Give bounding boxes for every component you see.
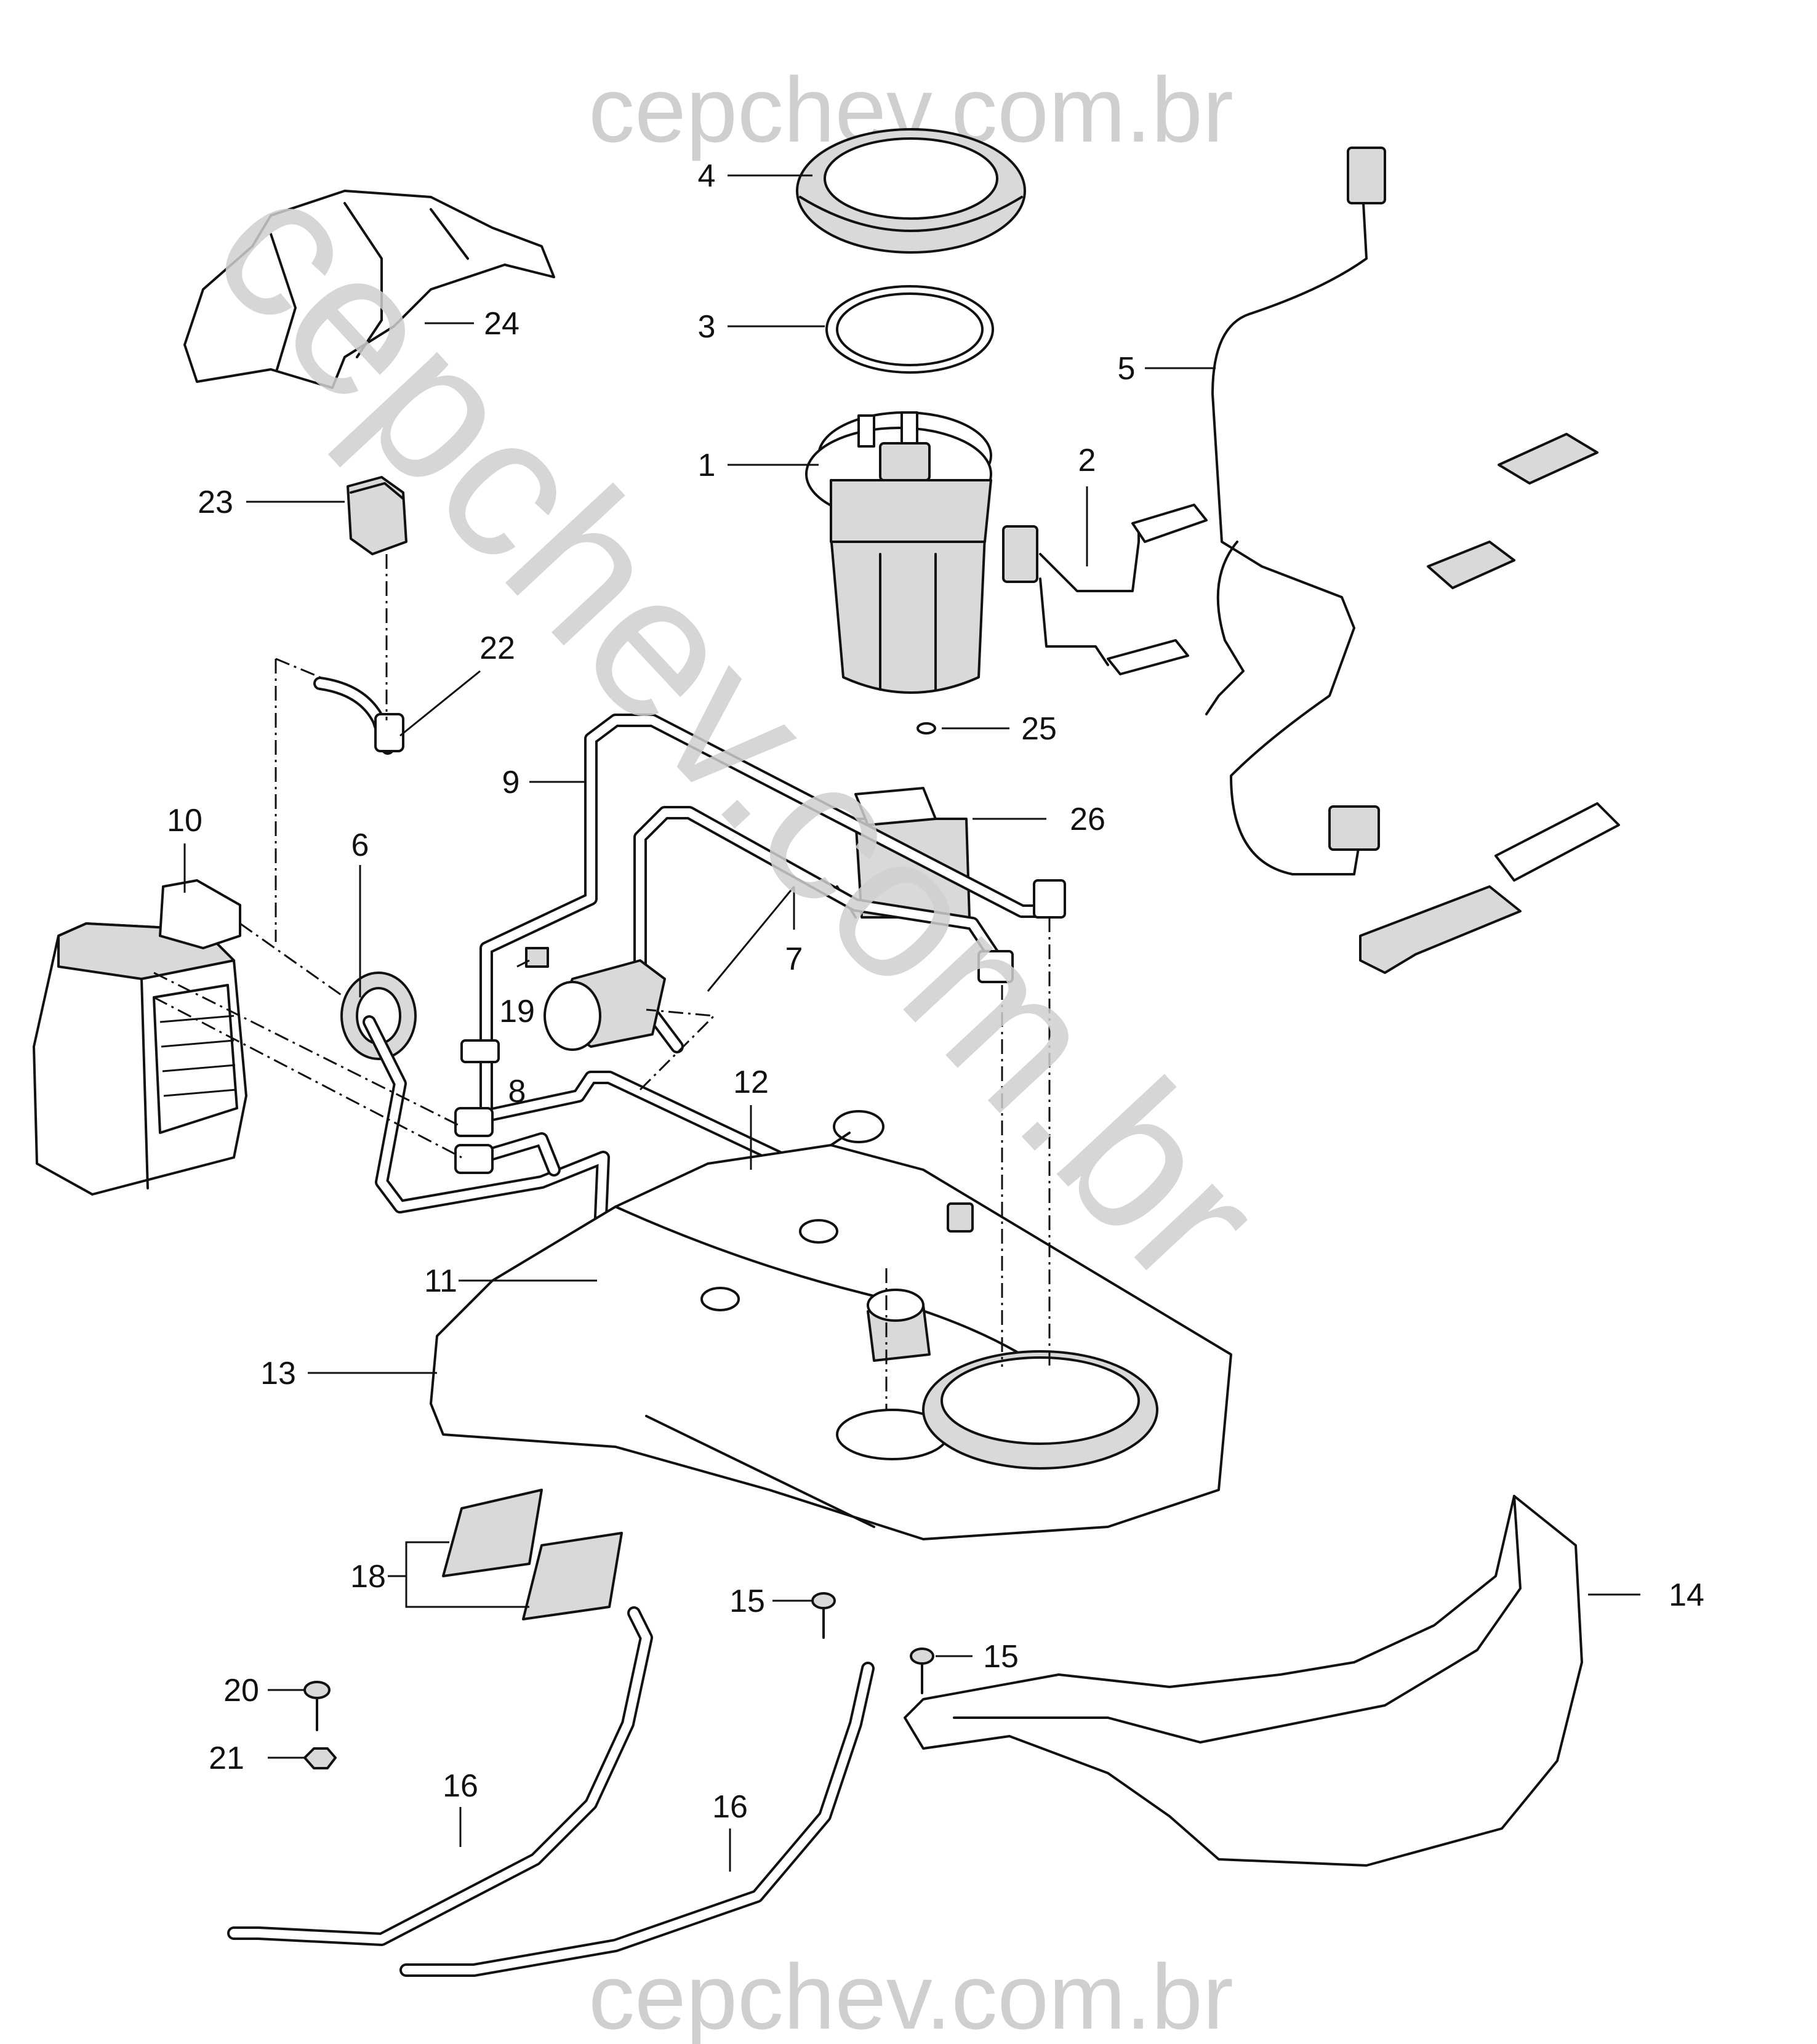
callout-13: 13 [260,1356,296,1391]
callout-9: 9 [502,765,520,800]
part-3-seal-ring [825,285,994,374]
callout-24: 24 [484,306,519,342]
callout-23: 23 [198,485,233,520]
assembly-lines [153,554,1051,1410]
callout-15-a: 15 [729,1583,765,1619]
callout-26: 26 [1070,802,1105,837]
leader-lines [183,174,1640,1872]
fasteners [303,1592,934,1769]
callout-16-a: 16 [443,1768,478,1804]
part-8-fuel-filter [460,959,666,1063]
foam-pads [1359,433,1620,974]
callout-22: 22 [479,630,515,666]
part-19-clip [525,947,549,968]
part-2-level-sender [1002,504,1208,675]
part-14-tank-shield [904,1495,1583,1867]
callout-18: 18 [350,1559,386,1595]
part-1-fuel-pump-module [805,411,992,694]
part-20-bolt [303,1681,331,1731]
callout-2: 2 [1078,443,1096,478]
callout-labels: 4 3 1 2 5 6 7 8 9 10 11 12 13 14 15 15 1… [167,158,1704,1825]
callout-8: 8 [508,1074,526,1109]
watermark-diagonal: cepchev.com.br [170,133,1305,1327]
part-5-wiring-harness [1205,147,1386,875]
callout-11: 11 [424,1263,457,1299]
part-15-bolt-b [910,1648,934,1694]
part-21-nut [303,1747,337,1769]
callout-25: 25 [1021,711,1057,747]
watermark-bottom: cepchev.com.br [588,1945,1233,2044]
part-25-small-seal [917,722,936,734]
callout-15-b: 15 [983,1639,1019,1675]
part-10-evap-canister [33,879,247,1196]
callout-1: 1 [698,448,716,483]
callout-4: 4 [698,158,716,194]
callout-6: 6 [351,827,369,863]
part-9-fuel-line [479,714,1066,1115]
part-23-cap [347,476,407,555]
part-22-elbow-hose [313,677,404,755]
part-4-lock-ring [796,128,1026,254]
callout-12: 12 [733,1064,769,1100]
callout-3: 3 [698,309,716,345]
callout-14: 14 [1669,1577,1704,1613]
part-13-fuel-tank [430,1110,1232,1540]
callout-16-b: 16 [712,1789,748,1825]
part-18-strap-pads [442,1489,623,1620]
callout-19: 19 [499,994,535,1029]
callout-10: 10 [167,803,203,839]
callout-7: 7 [785,941,803,977]
callout-21: 21 [209,1740,244,1776]
part-15-bolt-a [811,1592,836,1639]
callout-20: 20 [223,1673,259,1708]
callout-5: 5 [1118,351,1136,387]
part-24-heat-shield [183,190,555,389]
part-16-tank-straps [227,1606,875,1977]
